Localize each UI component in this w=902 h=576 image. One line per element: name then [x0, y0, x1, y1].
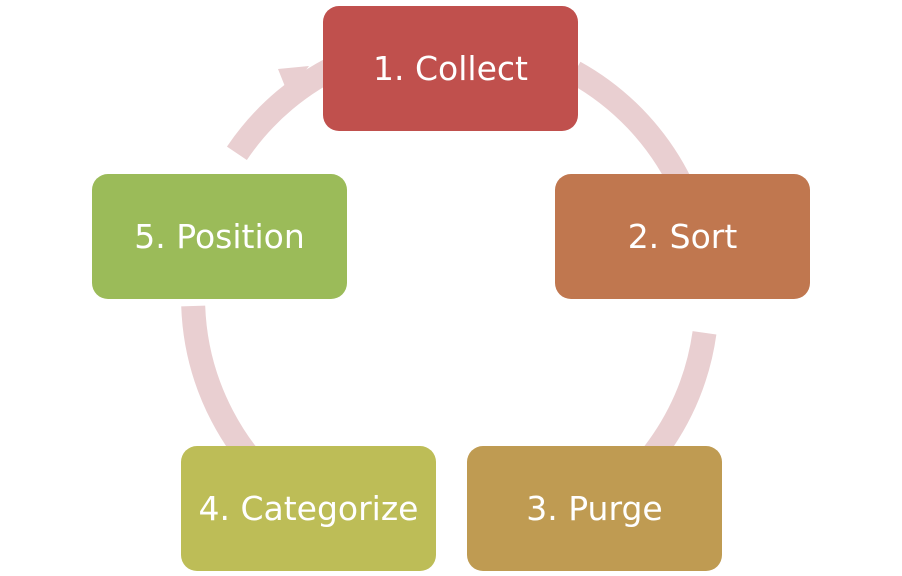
cycle-arrowhead: [278, 66, 309, 94]
step-position-label: 5. Position: [134, 217, 305, 256]
step-collect-label: 1. Collect: [373, 49, 528, 88]
step-sort-label: 2. Sort: [627, 217, 738, 256]
step-categorize-label: 4. Categorize: [198, 489, 419, 528]
step-sort: 2. Sort: [555, 174, 810, 299]
step-collect: 1. Collect: [323, 6, 578, 131]
step-purge: 3. Purge: [467, 446, 722, 571]
step-categorize: 4. Categorize: [181, 446, 436, 571]
step-position: 5. Position: [92, 174, 347, 299]
step-purge-label: 3. Purge: [526, 489, 663, 528]
